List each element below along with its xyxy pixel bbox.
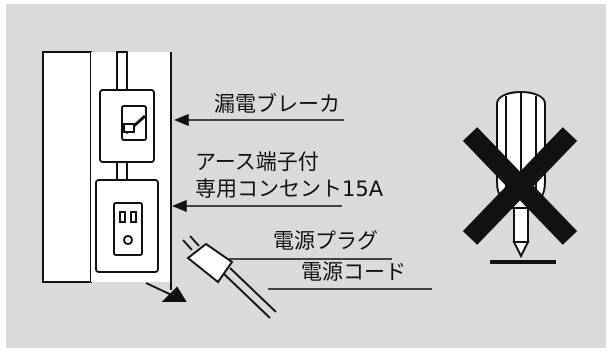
breaker-switch-icon [99, 89, 155, 163]
screwdriver-prohibited-icon [462, 91, 578, 264]
outlet-label-line1: アース端子付 [195, 150, 319, 174]
breaker-label: 漏電ブレーカ [214, 92, 340, 116]
leader-lines [172, 113, 432, 290]
outlet-label-line2: 専用コンセント15A [195, 177, 384, 201]
grounded-outlet-icon [95, 179, 159, 273]
unplug-arrow-icon [145, 282, 187, 302]
power-plug-icon [182, 235, 277, 319]
cord-label: 電源コード [301, 260, 406, 284]
plug-label: 電源プラグ [273, 229, 378, 253]
